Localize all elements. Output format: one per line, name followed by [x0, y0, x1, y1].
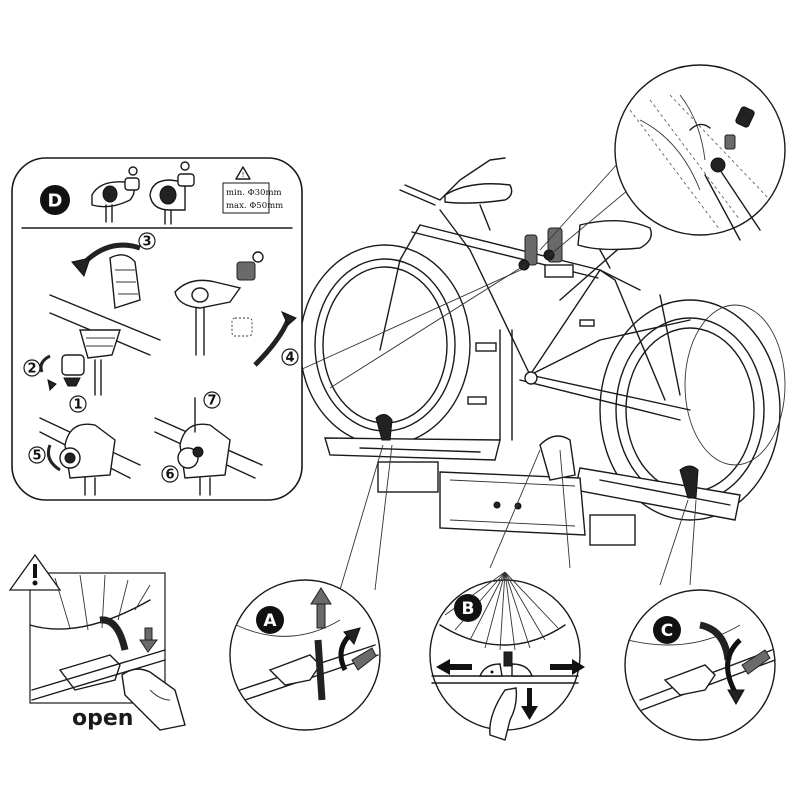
- step-number-7: 7: [203, 391, 221, 409]
- tube-diameter-spec: ! min. Φ30mm max. Φ50mm: [222, 166, 283, 214]
- step-number-2: 2: [23, 359, 41, 377]
- step-number-4: 4: [281, 348, 299, 366]
- step-number-6: 6: [161, 465, 179, 483]
- spec-min-diameter: min. Φ30mm: [226, 188, 282, 198]
- spec-max-diameter: max. Φ50mm: [226, 201, 283, 211]
- detail-circle-c: C: [624, 589, 776, 741]
- detail-circle-a: A: [229, 579, 381, 731]
- svg-text:5: 5: [32, 449, 41, 464]
- svg-text:7: 7: [207, 394, 216, 409]
- frame-clamp-detail-circle: [614, 64, 786, 241]
- callout-lines: [299, 151, 697, 591]
- panel-d: D ! min. Φ30mm max. Φ50mm: [11, 157, 303, 501]
- bike-rack-illustration: [299, 151, 786, 591]
- badge-a-label: A: [263, 611, 277, 631]
- badge-d: D: [40, 185, 70, 215]
- rack-platform: [324, 414, 741, 546]
- badge-d-label: D: [48, 191, 63, 212]
- svg-text:!: !: [242, 171, 245, 179]
- step-number-1: 1: [69, 395, 87, 413]
- warning-triangle-icon: [235, 166, 251, 180]
- svg-text:1: 1: [73, 398, 82, 413]
- svg-text:3: 3: [142, 235, 151, 250]
- open-strap-panel: [8, 553, 186, 731]
- clamp-closed-icon: [149, 161, 195, 225]
- step-illustrations: [39, 242, 297, 496]
- badge-a: [256, 606, 284, 634]
- svg-text:2: 2: [27, 362, 36, 377]
- badge-b: [454, 594, 482, 622]
- detail-circle-b: B: [429, 571, 585, 741]
- badge-c-label: C: [661, 621, 673, 641]
- clamp-open-icon: [91, 166, 140, 223]
- step-number-5: 5: [28, 446, 46, 464]
- warning-triangle-icon: [8, 553, 62, 591]
- badge-b-label: B: [462, 599, 475, 619]
- open-label: open: [72, 706, 134, 731]
- svg-text:4: 4: [285, 351, 294, 366]
- bike-frame: [379, 157, 691, 441]
- badge-c: [653, 616, 681, 644]
- svg-text:6: 6: [165, 468, 174, 483]
- step-number-3: 3: [138, 232, 156, 250]
